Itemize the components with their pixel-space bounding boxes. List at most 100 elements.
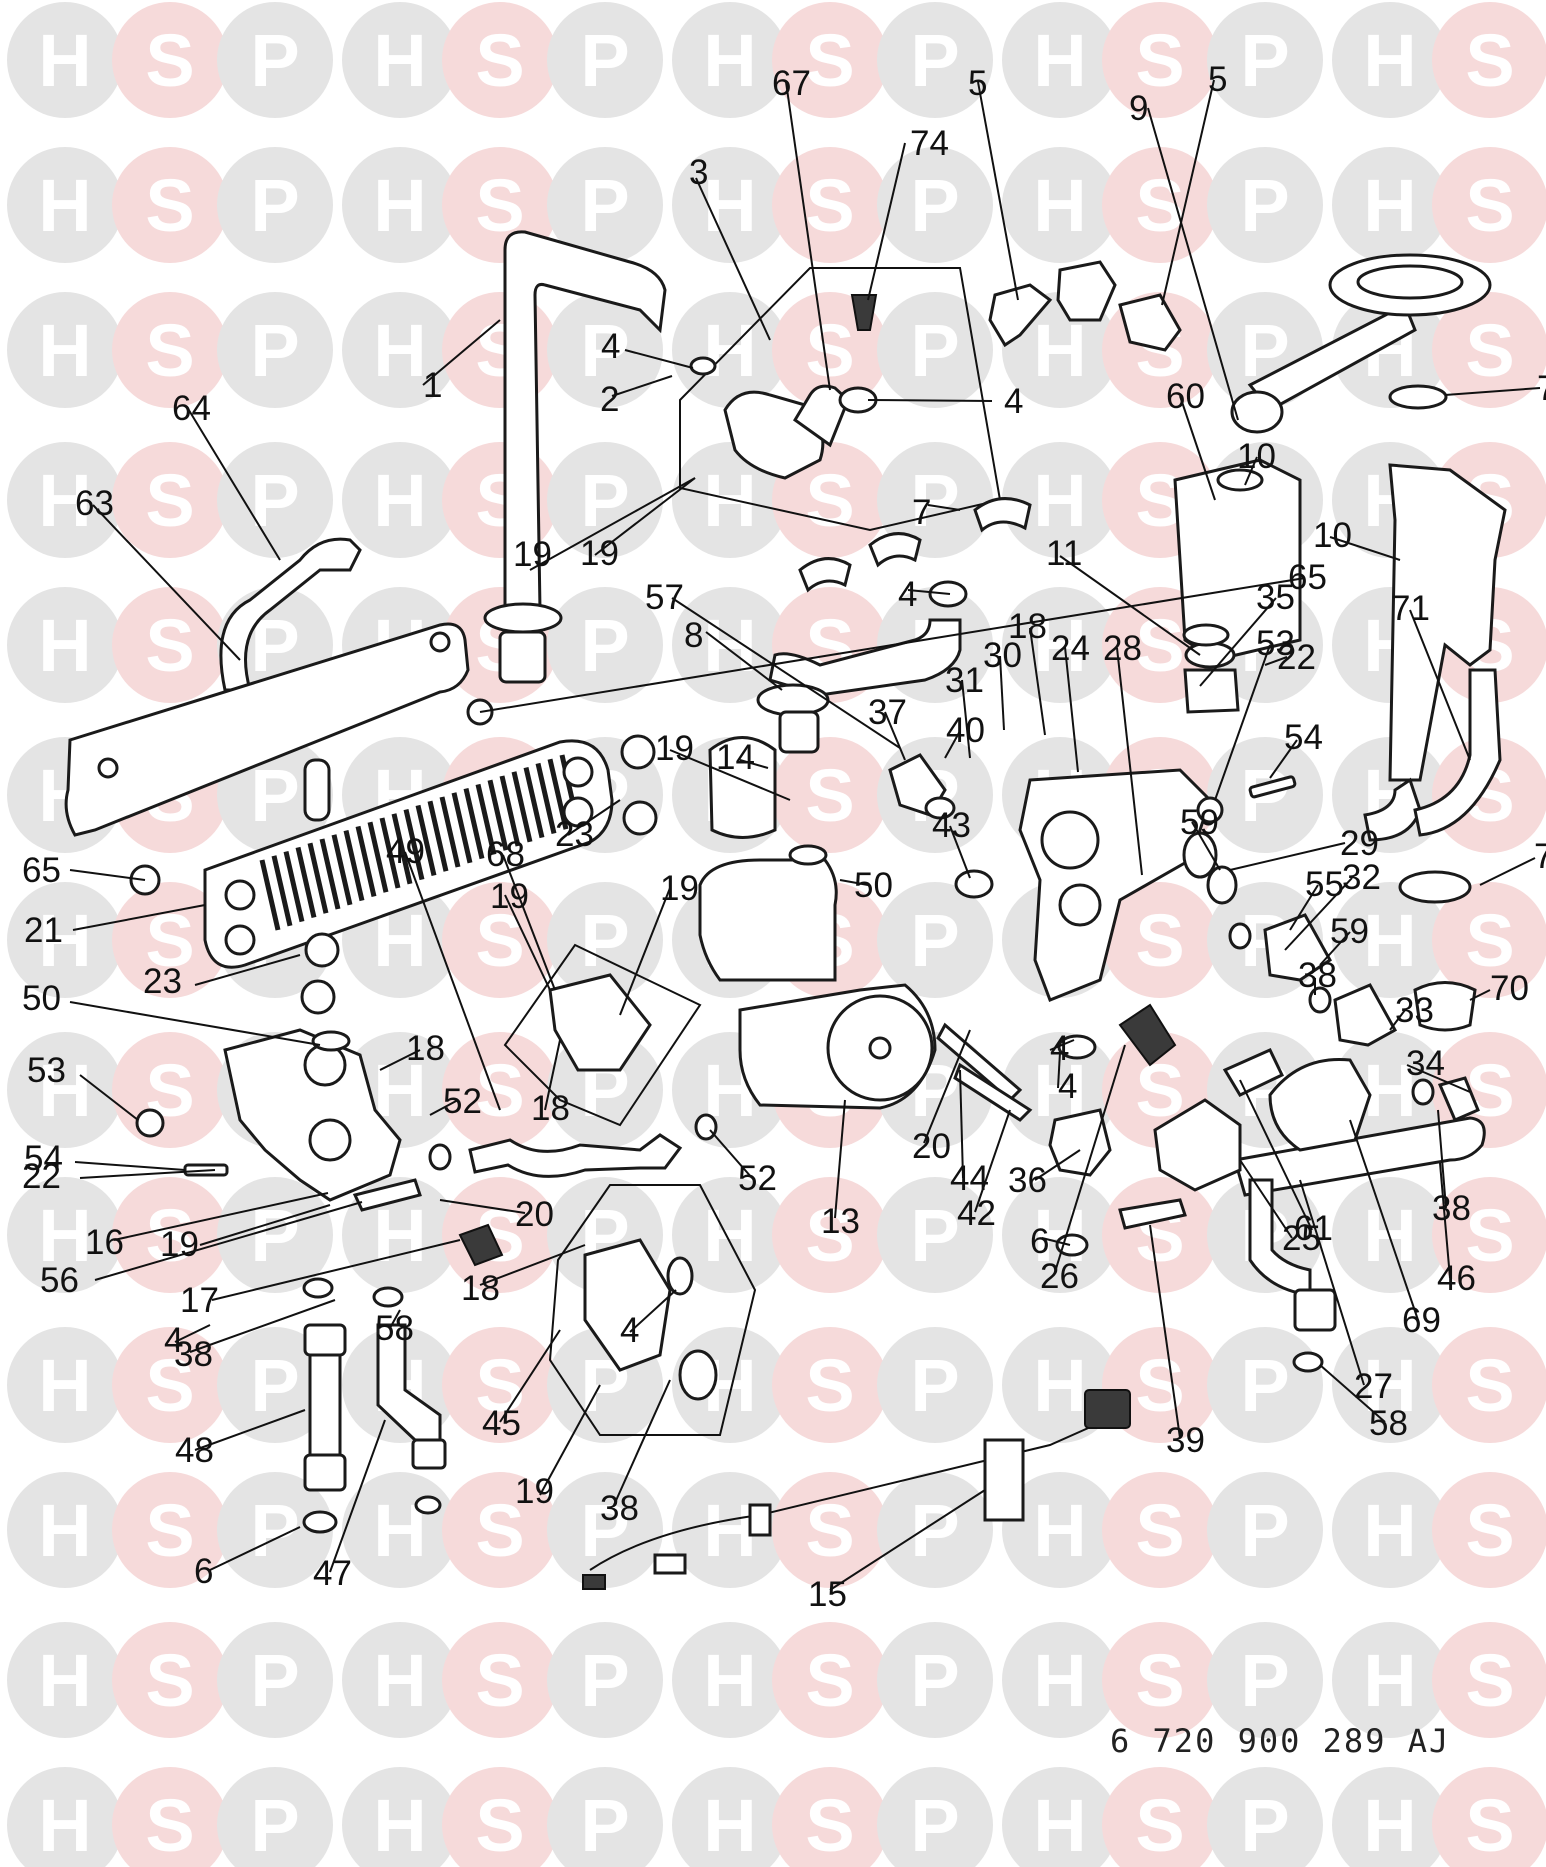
leader-line xyxy=(839,879,869,886)
watermark-letter: P xyxy=(250,1639,299,1722)
leader-line xyxy=(1049,1039,1075,1051)
watermark-letter: S xyxy=(145,19,194,102)
watermark-letter: H xyxy=(1363,164,1416,247)
part-number-63: 63 xyxy=(75,484,114,523)
part-number-4: 4 xyxy=(1004,382,1023,421)
watermark-disc xyxy=(877,1472,993,1588)
pipe-nut xyxy=(303,1323,347,1357)
watermark-disc xyxy=(772,1767,888,1867)
watermark-disc xyxy=(1432,147,1546,263)
watermark-letter: S xyxy=(1465,1784,1514,1867)
watermark-letter: P xyxy=(1240,1784,1289,1867)
cranked-pipe xyxy=(376,1323,442,1442)
bracket-plate xyxy=(64,622,470,837)
leader-line xyxy=(619,887,671,1016)
leader-line xyxy=(1179,395,1216,501)
leader-line xyxy=(1239,1079,1313,1231)
watermark-letter: S xyxy=(1465,164,1514,247)
leader-line xyxy=(739,759,769,769)
part-number-16: 16 xyxy=(85,1223,124,1262)
part-number-15: 15 xyxy=(808,1575,847,1614)
leader-line xyxy=(1116,647,1143,876)
watermark-disc xyxy=(1002,147,1118,263)
watermark-disc xyxy=(217,147,333,263)
part-number-69: 69 xyxy=(1402,1301,1441,1340)
part-number-38: 38 xyxy=(174,1335,213,1374)
part-number-4: 4 xyxy=(898,575,917,614)
leader-line xyxy=(867,142,906,301)
part-number-38: 38 xyxy=(1432,1189,1471,1228)
part-number-21: 21 xyxy=(24,911,63,950)
leader-line xyxy=(329,1419,386,1573)
heat-exchanger xyxy=(203,739,614,969)
watermark-letter: P xyxy=(910,459,959,542)
part-number-38: 38 xyxy=(600,1489,639,1528)
harness-label-tag xyxy=(983,1438,1025,1522)
watermark-letter: S xyxy=(1465,1489,1514,1572)
watermark-disc xyxy=(672,1767,788,1867)
leader-line xyxy=(785,81,831,391)
watermark-letter: P xyxy=(250,164,299,247)
watermark-disc xyxy=(7,1177,123,1293)
fin xyxy=(523,767,545,839)
part-number-9: 9 xyxy=(1129,89,1148,128)
watermark-disc xyxy=(1002,587,1118,703)
part-number-10: 10 xyxy=(1313,516,1352,555)
leader-line xyxy=(867,399,993,402)
large-seal xyxy=(1388,384,1448,410)
watermark-disc xyxy=(772,147,888,263)
retaining-clip xyxy=(1118,1198,1187,1230)
watermark-letter: H xyxy=(373,19,426,102)
watermark-letter: S xyxy=(1465,309,1514,392)
seal-ring xyxy=(622,800,658,836)
part-number-32: 32 xyxy=(1342,858,1381,897)
part-number-60: 60 xyxy=(1166,377,1205,416)
watermark-disc xyxy=(7,442,123,558)
part-number-3: 3 xyxy=(689,153,708,192)
watermark-letter: P xyxy=(1240,164,1289,247)
watermark-letter: H xyxy=(38,164,91,247)
leader-line xyxy=(974,1109,1011,1213)
leader-line xyxy=(1437,1109,1447,1209)
watermark-disc xyxy=(7,1472,123,1588)
part-number-19: 19 xyxy=(513,535,552,574)
clip-bracket xyxy=(988,283,1053,348)
part-number-47: 47 xyxy=(313,1554,352,1593)
watermark-disc xyxy=(112,882,228,998)
watermark-letter: H xyxy=(373,164,426,247)
watermark-disc xyxy=(1102,2,1218,118)
watermark-letter: H xyxy=(38,1194,91,1277)
fin xyxy=(427,800,449,872)
watermark-disc xyxy=(112,147,228,263)
watermark-disc xyxy=(7,1767,123,1867)
watermark-disc xyxy=(7,2,123,118)
watermark-disc xyxy=(1332,1767,1448,1867)
part-number-5: 5 xyxy=(968,64,987,103)
part-number-53: 53 xyxy=(1256,624,1295,663)
watermark-letter: H xyxy=(38,1639,91,1722)
leader-lines xyxy=(69,79,1541,1591)
fin xyxy=(295,846,317,918)
block-port xyxy=(1040,810,1100,870)
leader-line xyxy=(1444,387,1541,396)
part-number-1: 1 xyxy=(423,366,442,405)
watermark-letter: P xyxy=(1240,19,1289,102)
watermark-disc xyxy=(1207,1622,1323,1738)
plug-nut xyxy=(1196,796,1224,824)
part-number-20: 20 xyxy=(515,1195,554,1234)
watermark-letter: H xyxy=(373,1639,426,1722)
part-number-70: 70 xyxy=(1490,969,1529,1008)
watermark-disc xyxy=(1102,1177,1218,1293)
watermark-letter: H xyxy=(1033,1784,1086,1867)
leader-line xyxy=(1191,821,1221,871)
leader-line xyxy=(189,1299,336,1353)
part-number-37: 37 xyxy=(868,693,907,732)
part-number-10: 10 xyxy=(1237,437,1276,476)
watermark-letter: P xyxy=(580,164,629,247)
leader-line xyxy=(1199,597,1277,687)
watermark-disc xyxy=(1332,147,1448,263)
watermark-letter: S xyxy=(805,1639,854,1722)
fin xyxy=(499,775,521,847)
part-number-19: 19 xyxy=(580,534,619,573)
